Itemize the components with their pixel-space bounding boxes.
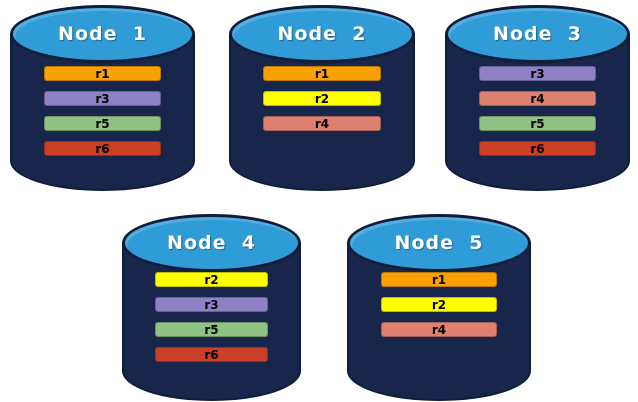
replica-bar-r5: r5: [44, 116, 161, 131]
db-node-4: Node 4 r2 r3 r5 r6: [122, 214, 301, 401]
replica-bar-r6: r6: [155, 347, 268, 362]
replica-bar-r3: r3: [155, 297, 268, 312]
cylinder-top: Node 3: [445, 5, 630, 63]
node-title: Node 5: [394, 232, 484, 254]
replica-bar-r6: r6: [44, 141, 161, 156]
replica-bar-r4: r4: [263, 116, 381, 131]
replica-bar-list: r2 r3 r5 r6: [122, 272, 301, 362]
node-title: Node 2: [277, 23, 367, 45]
replica-bar-list: r3 r4 r5 r6: [445, 66, 630, 156]
replica-bar-list: r1 r2 r4: [347, 272, 531, 337]
cylinder-top: Node 5: [347, 214, 531, 272]
replica-bar-r1: r1: [381, 272, 497, 287]
replica-bar-r5: r5: [155, 322, 268, 337]
node-title: Node 3: [493, 23, 582, 45]
db-node-1: Node 1 r1 r3 r5 r6: [10, 5, 195, 191]
node-title: Node 1: [58, 23, 147, 45]
db-node-2: Node 2 r1 r2 r4: [229, 5, 415, 191]
replica-bar-r3: r3: [44, 91, 161, 106]
cylinder-top: Node 2: [229, 5, 415, 63]
replica-bar-r4: r4: [479, 91, 596, 106]
replica-bar-list: r1 r2 r4: [229, 66, 415, 131]
replica-bar-r1: r1: [263, 66, 381, 81]
db-node-3: Node 3 r3 r4 r5 r6: [445, 5, 630, 191]
db-node-5: Node 5 r1 r2 r4: [347, 214, 531, 401]
replica-bar-r2: r2: [263, 91, 381, 106]
replica-bar-r5: r5: [479, 116, 596, 131]
replica-bar-r4: r4: [381, 322, 497, 337]
replica-bar-r6: r6: [479, 141, 596, 156]
replica-bar-r2: r2: [381, 297, 497, 312]
replica-bar-list: r1 r3 r5 r6: [10, 66, 195, 156]
replica-bar-r3: r3: [479, 66, 596, 81]
node-title: Node 4: [167, 232, 256, 254]
cylinder-top: Node 4: [122, 214, 301, 272]
cylinder-top: Node 1: [10, 5, 195, 63]
replica-bar-r2: r2: [155, 272, 268, 287]
replica-bar-r1: r1: [44, 66, 161, 81]
